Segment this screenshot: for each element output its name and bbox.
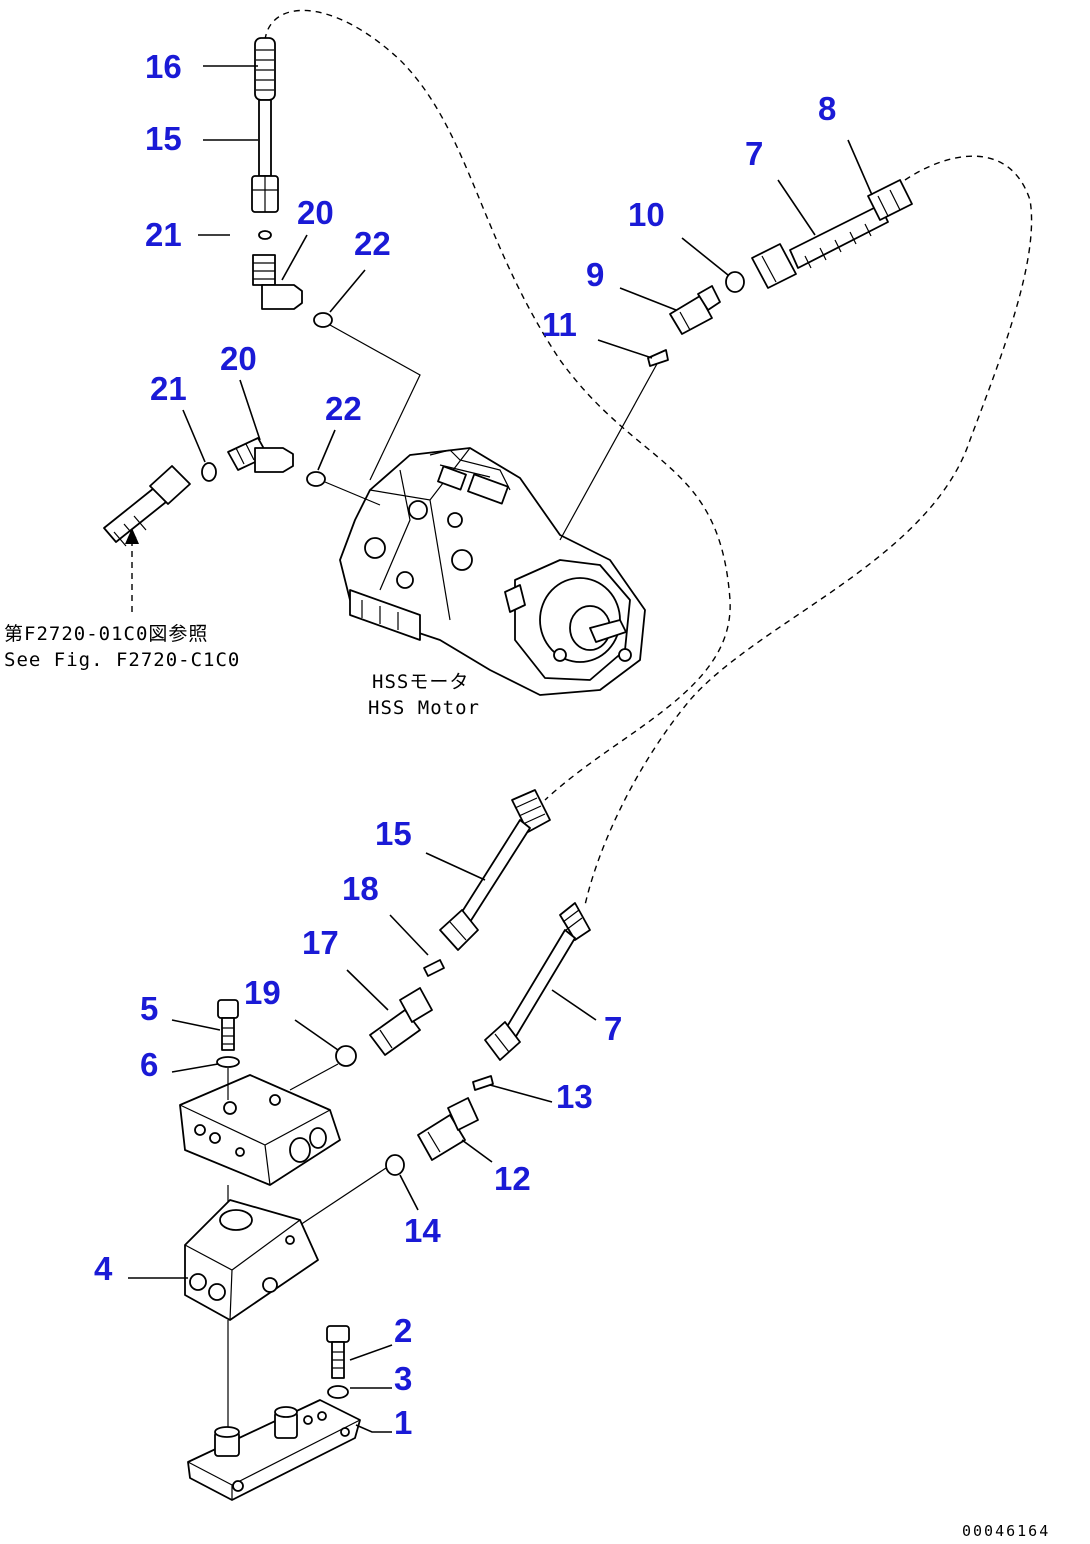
- leader-21b: [182, 409, 206, 463]
- label-20b: 20: [220, 340, 257, 377]
- leader-6: [171, 1063, 219, 1073]
- leader-9: [619, 287, 677, 311]
- label-4: 4: [94, 1250, 113, 1287]
- leader-19: [294, 1019, 339, 1051]
- leader-5: [171, 1019, 221, 1031]
- leader-22-left-motor: [324, 481, 381, 506]
- leader-15b: [425, 852, 486, 881]
- leader-7b: [551, 989, 597, 1021]
- fitting-17: [369, 987, 433, 1056]
- label-3: 3: [394, 1360, 412, 1397]
- label-9: 9: [586, 256, 604, 293]
- motor-caption-jp: HSSモータ: [372, 671, 469, 693]
- leader-22a: [329, 269, 366, 313]
- label-18: 18: [342, 870, 379, 907]
- label-20a: 20: [297, 194, 334, 231]
- hose-stub-left: [103, 465, 191, 547]
- oring-11: [647, 349, 669, 367]
- leader-17: [346, 969, 389, 1011]
- leader-10: [681, 237, 729, 276]
- fitting-9: [669, 285, 721, 335]
- leader-14: [399, 1174, 419, 1211]
- leader-1: [355, 1424, 392, 1433]
- leader-14-block: [299, 1167, 387, 1226]
- label-10: 10: [628, 196, 665, 233]
- bolt-5: [217, 999, 239, 1051]
- route-line-hose-16: [264, 9, 731, 801]
- label-14: 14: [404, 1212, 441, 1249]
- hose-15-top: [251, 37, 279, 213]
- oring-18: [423, 959, 445, 977]
- document-id: 00046164: [962, 1522, 1050, 1540]
- oring-21-left: [201, 462, 217, 482]
- elbow-20-top: [252, 254, 303, 310]
- route-line-hose-8: [584, 155, 1033, 906]
- leader-12: [461, 1139, 493, 1163]
- washer-3: [327, 1385, 349, 1399]
- reference-note-jp: 第F2720-01C0図参照: [4, 623, 208, 645]
- label-12: 12: [494, 1160, 531, 1197]
- oring-22-top: [313, 312, 333, 328]
- label-22a: 22: [354, 225, 391, 262]
- leader-20b: [239, 379, 261, 441]
- hose-7-top: [751, 179, 913, 289]
- valve-block-upper: [179, 1074, 341, 1186]
- label-5: 5: [140, 990, 158, 1027]
- label-16: 16: [145, 48, 182, 85]
- leader-22b: [317, 429, 336, 471]
- label-7b: 7: [604, 1010, 622, 1047]
- label-21a: 21: [145, 216, 182, 253]
- mounting-plate-1: [187, 1399, 361, 1501]
- oring-10: [725, 271, 745, 293]
- leader-18: [389, 914, 429, 956]
- label-17: 17: [302, 924, 339, 961]
- label-6: 6: [140, 1046, 158, 1083]
- leader-2: [349, 1344, 393, 1361]
- leader-22-top-motor: [329, 324, 421, 481]
- label-19: 19: [244, 974, 281, 1011]
- oring-21-top: [258, 230, 272, 240]
- leader-20a: [281, 234, 308, 281]
- oring-13: [472, 1075, 494, 1091]
- leader-11: [597, 339, 653, 359]
- oring-19: [335, 1045, 357, 1067]
- oring-14: [385, 1154, 405, 1176]
- label-2: 2: [394, 1312, 412, 1349]
- oring-22-left: [306, 471, 326, 487]
- label-21b: 21: [150, 370, 187, 407]
- leader-11-motor: [559, 361, 659, 541]
- reference-note-en: See Fig. F2720-C1C0: [4, 649, 240, 671]
- valve-block-4: [184, 1199, 319, 1321]
- hose-7-lower: [484, 902, 591, 1061]
- label-15a: 15: [145, 120, 182, 157]
- hose-15-lower: [439, 789, 551, 951]
- hss-motor: [339, 447, 646, 696]
- label-7a: 7: [745, 135, 763, 172]
- bolt-2: [326, 1325, 350, 1379]
- label-22b: 22: [325, 390, 362, 427]
- elbow-20-left: [227, 437, 294, 473]
- leader-8: [847, 139, 873, 196]
- motor-caption-en: HSS Motor: [368, 697, 480, 719]
- leader-7a: [777, 179, 816, 236]
- reference-arrowhead: [125, 528, 139, 544]
- leader-19-block: [289, 1063, 339, 1091]
- label-15b: 15: [375, 815, 412, 852]
- label-13: 13: [556, 1078, 593, 1115]
- washer-6: [216, 1056, 240, 1068]
- label-11: 11: [542, 306, 577, 343]
- leader-13: [489, 1084, 553, 1103]
- fitting-12: [417, 1097, 479, 1161]
- label-1: 1: [394, 1404, 412, 1441]
- label-8: 8: [818, 90, 836, 127]
